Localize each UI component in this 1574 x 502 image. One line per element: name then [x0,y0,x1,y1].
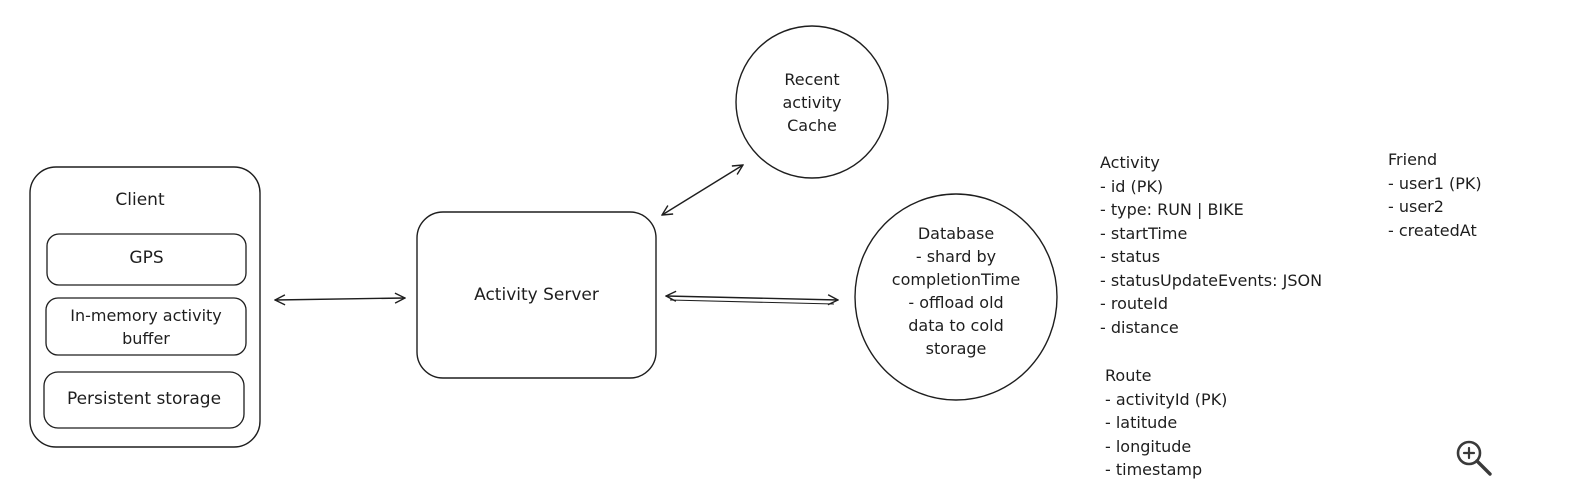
cache-circle[interactable] [735,25,889,179]
schema-field: - type: RUN | BIKE [1100,200,1244,219]
database-line: Database [917,224,995,243]
schema-field: - statusUpdateEvents: JSON [1100,270,1323,290]
client-container[interactable] [29,166,261,448]
schema-field: - id (PK) [1100,176,1164,196]
zoom-in-icon[interactable] [1452,436,1496,480]
gps-label: GPS [129,248,164,268]
schema-field: - distance [1100,317,1179,337]
schema-field: - startTime [1100,223,1188,243]
gps-box[interactable] [46,233,247,286]
schema-title: Friend [1388,150,1438,169]
schema-field: - user1 (PK) [1388,173,1482,193]
cache-line: Recent [784,70,840,89]
database-line: storage [925,339,987,358]
database-circle[interactable] [854,193,1058,401]
persistent-storage-label: Persistent storage [66,389,222,409]
schema-field: - status [1100,247,1161,266]
schema-field: - createdAt [1388,220,1477,240]
buffer-label: In-memory activity buffer [70,306,222,348]
schema-field: - longitude [1105,436,1192,456]
buffer-box[interactable] [45,297,247,356]
friend-schema: Friend - user1 (PK) - user2 - createdAt [1388,148,1482,242]
cache-label: Recent activity Cache [752,68,872,137]
cache-line: Cache [787,116,837,135]
route-schema: Route - activityId (PK) - latitude - lon… [1105,364,1227,482]
server-database-arrow[interactable] [666,296,838,304]
activity-server-label: Activity Server [474,285,599,305]
database-line: data to cold [908,316,1004,335]
client-server-arrow[interactable] [275,298,405,300]
schema-field: - routeId [1100,294,1169,313]
server-cache-arrow[interactable] [662,165,743,215]
schema-field: - timestamp [1105,460,1203,479]
schema-field: - activityId (PK) [1105,389,1228,409]
schema-field: - user2 [1388,197,1444,216]
schema-title: Route [1105,366,1152,385]
database-line: - shard by [915,247,997,266]
client-title: Client [115,190,165,210]
schema-field: - latitude [1105,413,1178,432]
database-line: - offload old [908,293,1004,312]
schema-title: Activity [1100,153,1160,172]
activity-schema: Activity - id (PK) - type: RUN | BIKE - … [1100,151,1322,339]
database-label: Database - shard by completionTime - off… [876,222,1036,360]
database-line: completionTime [891,270,1021,289]
activity-server-box[interactable] [416,211,657,379]
cache-line: activity [782,93,842,112]
persistent-storage-box[interactable] [43,371,245,429]
